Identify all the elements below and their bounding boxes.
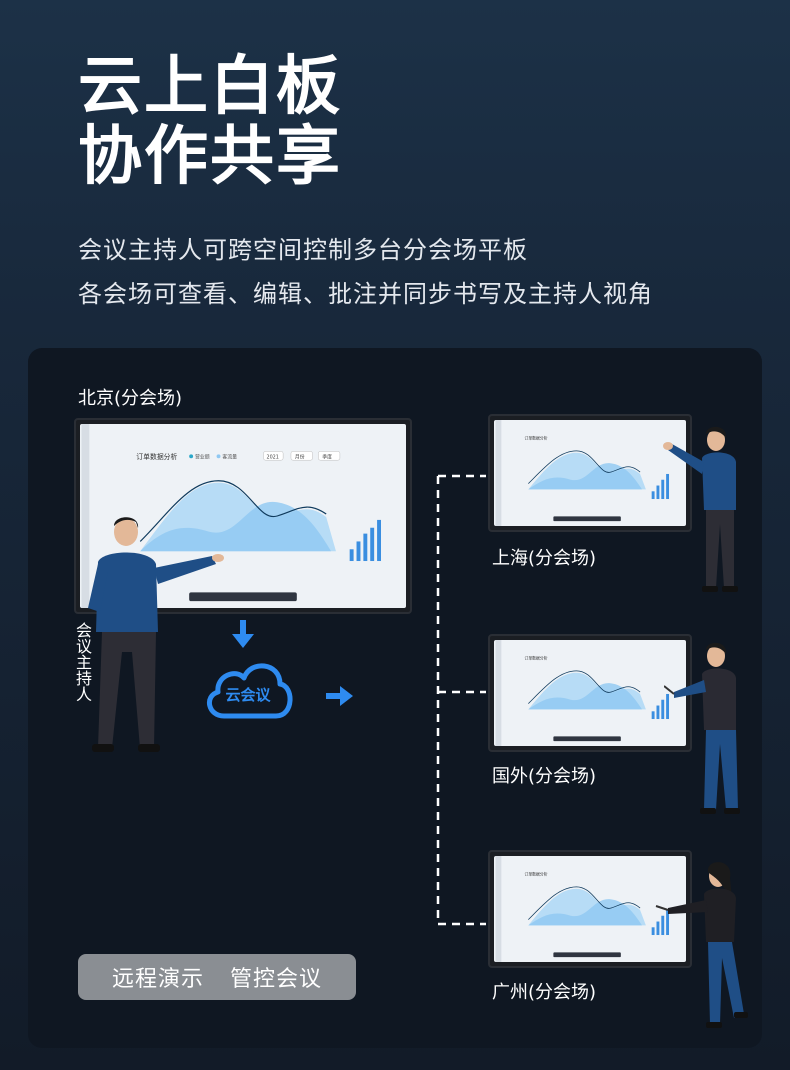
main-period-select: 月份 — [295, 453, 305, 460]
overseas-presenter-figure — [664, 642, 740, 814]
guangzhou-chart: 订单数据分析 — [495, 856, 670, 962]
shanghai-chart-title: 订单数据分析 — [524, 435, 547, 440]
right-arrow-icon — [326, 686, 353, 706]
shanghai-label: 上海(分会场) — [492, 548, 597, 569]
shanghai-chart: 订单数据分析 — [495, 420, 670, 526]
down-arrow-icon — [232, 620, 254, 648]
shanghai-presenter-figure — [663, 426, 738, 592]
main-legend-b: 客流量 — [222, 453, 237, 460]
main-whiteboard-screen: 订单数据分析 营业额 客流量 2021 月份 季度 — [74, 418, 412, 614]
cloud-icon — [207, 663, 293, 719]
main-venue-label: 北京(分会场) — [78, 388, 183, 409]
subtitle-line-1: 会议主持人可跨空间控制多台分会场平板 — [78, 236, 528, 264]
feature-remote-demo: 远程演示 — [111, 967, 204, 992]
headline-line-1: 云上白板 — [78, 50, 342, 124]
overseas-screen: 订单数据分析 — [488, 634, 692, 752]
main-whiteboard-content: 订单数据分析 营业额 客流量 2021 月份 季度 — [80, 424, 406, 608]
overseas-label: 国外(分会场) — [492, 766, 597, 787]
host-label: 会议主持人 — [73, 622, 92, 702]
guangzhou-presenter-figure — [655, 862, 748, 1028]
guangzhou-screen: 订单数据分析 — [488, 850, 692, 968]
main-whiteboard-chart: 订单数据分析 营业额 客流量 2021 月份 季度 — [81, 424, 381, 608]
main-season-select: 季度 — [322, 453, 332, 460]
feature-control-meeting: 管控会议 — [230, 967, 323, 992]
main-legend-a: 营业额 — [195, 453, 210, 460]
headline-line-2: 协作共享 — [78, 120, 342, 194]
guangzhou-chart-title: 订单数据分析 — [524, 871, 547, 876]
connector-lines — [436, 474, 486, 926]
subtitle-line-2: 各会场可查看、编辑、批注并同步书写及主持人视角 — [78, 280, 653, 308]
host-presenter-figure — [88, 517, 224, 752]
guangzhou-label: 广州(分会场) — [492, 982, 597, 1003]
shanghai-screen: 订单数据分析 — [488, 414, 692, 532]
headline: 云上白板 协作共享 — [78, 52, 342, 192]
overseas-chart-title: 订单数据分析 — [524, 655, 547, 660]
main-year-select: 2021 — [266, 454, 278, 460]
subtitle: 会议主持人可跨空间控制多台分会场平板 各会场可查看、编辑、批注并同步书写及主持人… — [78, 228, 653, 316]
main-chart-title: 订单数据分析 — [136, 452, 177, 461]
overseas-chart: 订单数据分析 — [495, 640, 670, 746]
feature-pill: 远程演示 管控会议 — [78, 954, 356, 1000]
cloud-label: 云会议 — [225, 686, 271, 704]
